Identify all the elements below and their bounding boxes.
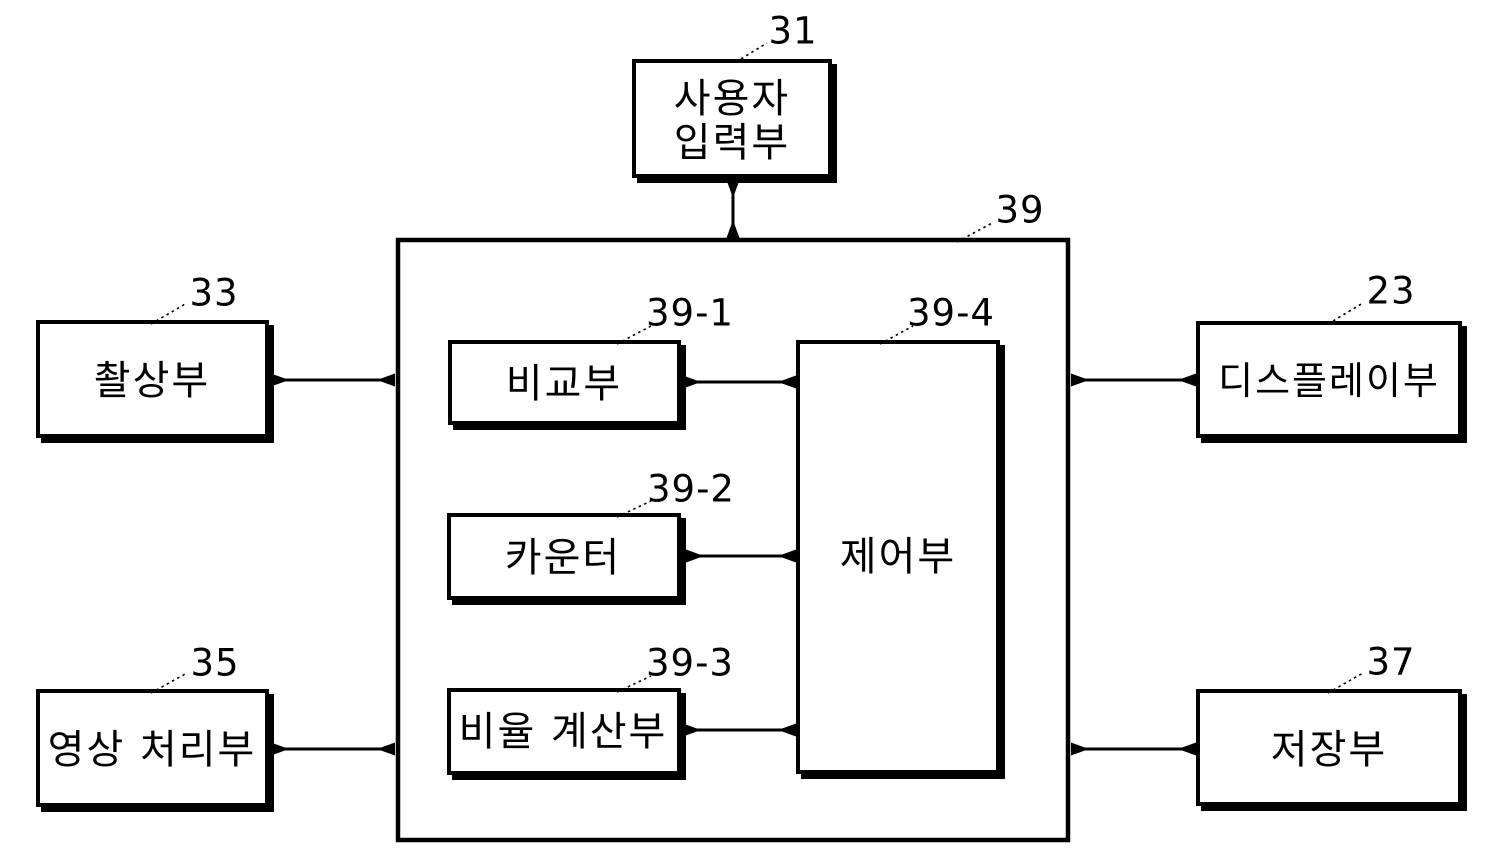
box-storage-frame	[1196, 689, 1462, 806]
ref-label-35: 35	[190, 642, 239, 685]
box-storage-unit: 저장부	[1196, 689, 1467, 811]
ref-label-39-3: 39-3	[646, 642, 734, 685]
storage-label: 저장부	[1271, 727, 1387, 773]
box-imaging-frame	[36, 320, 269, 438]
leader-line-31	[735, 42, 768, 63]
ref-label-23: 23	[1366, 270, 1415, 313]
box-counter: 카운터	[447, 513, 686, 605]
leader-line-39-4	[879, 325, 914, 345]
box-comparison-frame	[448, 340, 681, 425]
ratio-calculation-label: 비율 계산부	[459, 709, 668, 755]
leader-line-35	[150, 672, 188, 694]
box-counter-frame	[447, 513, 681, 600]
ref-label-39-4: 39-4	[907, 292, 995, 335]
box-display-frame	[1196, 321, 1462, 438]
box-user-input-frame	[632, 59, 832, 178]
box-image-processing-unit: 영상 처리부	[36, 689, 274, 812]
box-comparison-unit: 비교부	[448, 340, 686, 430]
ref-label-39-2: 39-2	[647, 468, 735, 511]
display-label: 디스플레이부	[1218, 359, 1440, 403]
user-input-label-line2: 입력부	[674, 120, 790, 166]
box-user-input-unit: 사용자 입력부	[632, 59, 837, 183]
leader-line-23	[1327, 302, 1364, 325]
box-main-processing-unit	[395, 237, 1071, 843]
leader-line-39-2	[616, 500, 652, 518]
box-image-processing-frame	[36, 689, 269, 807]
box-imaging-unit: 촬상부	[36, 320, 274, 443]
ref-label-39: 39	[995, 189, 1044, 232]
user-input-label-line1: 사용자	[674, 76, 790, 122]
ref-label-39-1: 39-1	[646, 292, 734, 335]
box-display-unit: 디스플레이부	[1196, 321, 1467, 443]
leader-line-33	[150, 302, 188, 325]
box-ratio-calculation-frame	[447, 688, 681, 775]
leader-line-39-1	[616, 325, 652, 345]
box-control-frame	[796, 340, 1000, 774]
ref-label-33: 33	[189, 272, 238, 315]
box-control-unit: 제어부	[796, 340, 1005, 779]
counter-label: 카운터	[505, 535, 621, 581]
ref-label-31: 31	[768, 10, 817, 53]
comparison-label: 비교부	[506, 361, 622, 407]
leader-line-39	[956, 221, 995, 243]
ref-label-37: 37	[1366, 641, 1415, 684]
image-processing-label: 영상 처리부	[48, 727, 257, 773]
leader-line-39-3	[616, 675, 652, 693]
imaging-label: 촬상부	[94, 358, 210, 404]
leader-line-37	[1327, 672, 1364, 694]
box-ratio-calculation-unit: 비율 계산부	[447, 688, 686, 780]
control-label: 제어부	[840, 534, 956, 580]
